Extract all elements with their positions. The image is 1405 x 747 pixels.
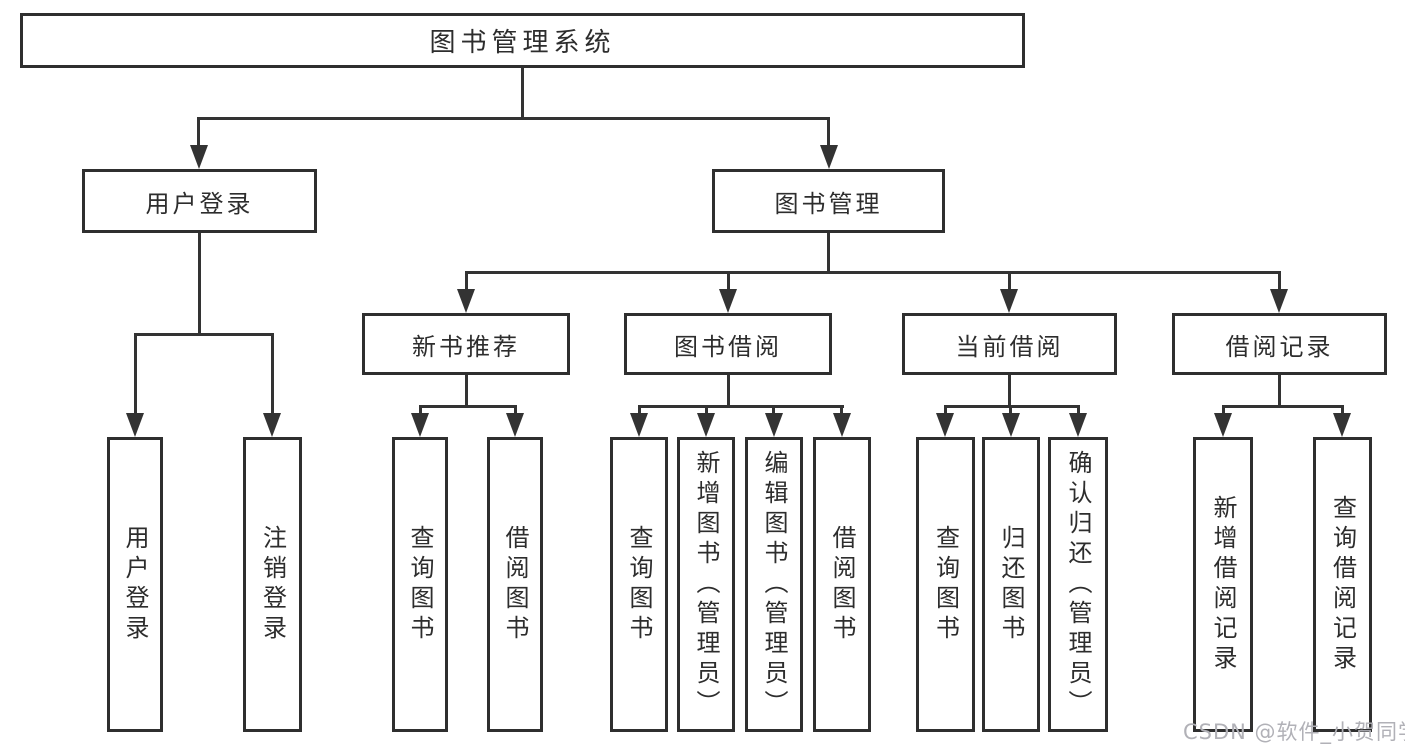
connector-line	[1009, 407, 1012, 415]
leaf-borrow-books-recommend: 借阅图书	[487, 437, 543, 732]
connector-line	[134, 335, 137, 415]
node-label: 图书管理系统	[429, 28, 616, 58]
arrow-down-icon	[833, 413, 851, 437]
connector-line	[271, 335, 274, 415]
connector-line	[638, 405, 844, 408]
leaf-query-borrow-record: 查询借阅记录	[1313, 437, 1372, 732]
arrow-down-icon	[1002, 413, 1020, 437]
arrow-down-icon	[719, 289, 737, 313]
connector-line	[514, 407, 517, 415]
arrow-down-icon	[697, 413, 715, 437]
arrow-down-icon	[411, 413, 429, 437]
node-label: 查询图书	[406, 524, 434, 645]
node-label: 查询图书	[625, 524, 653, 645]
node-library-system: 图书管理系统	[20, 13, 1025, 68]
node-label: 用户登录	[145, 189, 254, 218]
watermark: CSDN @软件_小贺同学	[1183, 720, 1405, 744]
arrow-down-icon	[765, 413, 783, 437]
arrow-down-icon	[1333, 413, 1351, 437]
node-label: 查询图书	[931, 524, 960, 645]
arrow-down-icon	[936, 413, 954, 437]
connector-line	[827, 119, 830, 147]
leaf-add-book-admin: 新增图书（管理员）	[677, 437, 735, 732]
connector-line	[1278, 375, 1281, 407]
arrow-down-icon	[1214, 413, 1232, 437]
connector-line	[419, 407, 422, 415]
arrow-down-icon	[506, 413, 524, 437]
node-label: 新增图书（管理员）	[692, 449, 720, 720]
connector-line	[727, 375, 730, 407]
connector-line	[944, 407, 947, 415]
connector-line	[465, 271, 1281, 274]
node-label: 新增借阅记录	[1209, 494, 1237, 675]
connector-line	[198, 233, 201, 335]
connector-line	[465, 375, 468, 407]
arrow-down-icon	[630, 413, 648, 437]
connector-line	[197, 117, 830, 120]
connector-line	[521, 68, 524, 119]
node-book-borrow: 图书借阅	[624, 313, 832, 375]
node-label: 图书管理	[774, 189, 883, 218]
connector-line	[705, 407, 708, 415]
connector-line	[1341, 407, 1344, 415]
arrow-down-icon	[820, 145, 838, 169]
node-user-login: 用户登录	[82, 169, 317, 233]
connector-line	[827, 233, 830, 273]
node-borrow-records: 借阅记录	[1172, 313, 1387, 375]
leaf-add-borrow-record: 新增借阅记录	[1193, 437, 1253, 732]
node-label: 归还图书	[997, 524, 1025, 645]
leaf-edit-book-admin: 编辑图书（管理员）	[745, 437, 803, 732]
arrow-down-icon	[1000, 289, 1018, 313]
arrow-down-icon	[190, 145, 208, 169]
arrow-down-icon	[1270, 289, 1288, 313]
arrow-down-icon	[1069, 413, 1087, 437]
leaf-confirm-return-admin: 确认归还（管理员）	[1048, 437, 1108, 732]
connector-line	[727, 273, 730, 291]
connector-line	[1222, 407, 1225, 415]
node-label: 编辑图书（管理员）	[760, 449, 788, 720]
arrow-down-icon	[126, 413, 144, 437]
node-label: 借阅记录	[1225, 332, 1334, 361]
connector-line	[1077, 407, 1080, 415]
arrow-down-icon	[457, 289, 475, 313]
node-label: 新书推荐	[412, 332, 520, 361]
node-label: 借阅图书	[501, 524, 529, 645]
leaf-logout: 注销登录	[243, 437, 302, 732]
leaf-borrow-books: 借阅图书	[813, 437, 871, 732]
node-current-borrow: 当前借阅	[902, 313, 1117, 375]
connector-line	[840, 407, 843, 415]
leaf-return-book: 归还图书	[982, 437, 1040, 732]
connector-line	[1278, 273, 1281, 291]
node-label: 确认归还（管理员）	[1064, 449, 1092, 720]
node-label: 借阅图书	[828, 524, 856, 645]
connector-line	[944, 405, 1080, 408]
connector-line	[1008, 375, 1011, 407]
node-book-management: 图书管理	[712, 169, 945, 233]
connector-line	[419, 405, 517, 408]
node-label: 查询借阅记录	[1328, 494, 1357, 675]
node-new-book-recommend: 新书推荐	[362, 313, 570, 375]
node-label: 注销登录	[258, 524, 287, 645]
connector-line	[197, 119, 200, 147]
arrow-down-icon	[263, 413, 281, 437]
connector-line	[1222, 405, 1344, 408]
node-label: 图书借阅	[674, 332, 782, 361]
leaf-query-books-current: 查询图书	[916, 437, 975, 732]
connector-line	[772, 407, 775, 415]
leaf-query-books-recommend: 查询图书	[392, 437, 448, 732]
connector-line	[134, 333, 274, 336]
connector-line	[638, 407, 641, 415]
leaf-user-login: 用户登录	[107, 437, 163, 732]
node-label: 当前借阅	[955, 332, 1064, 361]
connector-line	[1008, 273, 1011, 291]
node-label: 用户登录	[121, 524, 149, 645]
connector-line	[465, 273, 468, 291]
leaf-query-books-borrow: 查询图书	[610, 437, 668, 732]
